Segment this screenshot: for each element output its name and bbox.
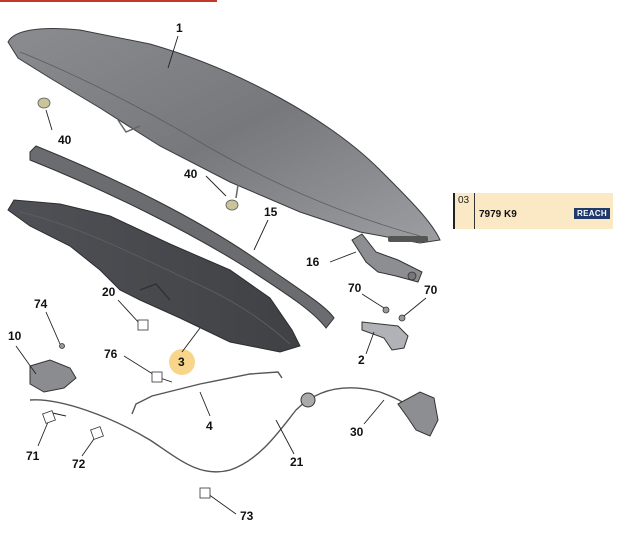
info-divider [474, 193, 475, 229]
callout-73: 73 [240, 509, 254, 523]
release-lever [397, 391, 439, 437]
reach-badge: REACH [574, 208, 610, 219]
seal-strip [29, 145, 335, 329]
callout-3: 3 [178, 355, 185, 369]
callout-1: 1 [176, 21, 183, 35]
screw-right [398, 314, 406, 322]
callout-2: 2 [358, 353, 365, 367]
callout-74: 74 [34, 297, 48, 311]
callout-70-right: 70 [424, 283, 438, 297]
highlight-circle [169, 349, 195, 375]
striker-bracket [361, 321, 409, 351]
callout-4: 4 [206, 419, 213, 433]
top-accent-bar [0, 0, 217, 2]
info-reference: 7979 K9 [479, 209, 517, 220]
callout-70-left: 70 [348, 281, 362, 295]
leader-lines [15, 35, 427, 515]
bump-stop-right [225, 184, 239, 211]
release-handle [29, 343, 77, 393]
hood-panel [7, 28, 441, 244]
callout-10: 10 [8, 329, 22, 343]
callout-40-right: 40 [184, 167, 198, 181]
reference-boxes [42, 319, 211, 499]
info-code: 03 [458, 195, 470, 206]
insulation-pad [7, 199, 301, 353]
callout-40-left: 40 [58, 133, 72, 147]
reference-info-panel: 03 7979 K9 REACH [453, 193, 613, 229]
callout-15: 15 [264, 205, 278, 219]
hood-lock [351, 233, 423, 283]
bump-stop-left [37, 97, 51, 109]
release-cable [29, 387, 411, 473]
screw-left [382, 306, 390, 314]
callout-71: 71 [26, 449, 40, 463]
callout-72: 72 [72, 457, 86, 471]
support-rod [131, 371, 283, 415]
callout-21: 21 [290, 455, 304, 469]
callout-76: 76 [104, 347, 118, 361]
callout-30: 30 [350, 425, 364, 439]
callout-20: 20 [102, 285, 116, 299]
callout-16: 16 [306, 255, 320, 269]
